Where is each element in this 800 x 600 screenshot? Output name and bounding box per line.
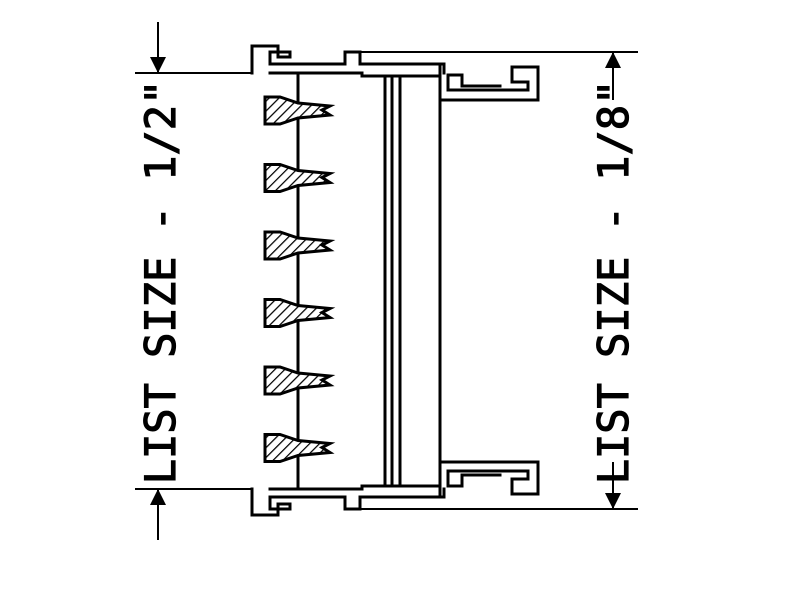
left-dimension-label: LIST SIZE - 1/2" — [136, 80, 185, 485]
fin-blade — [263, 365, 336, 396]
frame-top-extrusion — [250, 44, 540, 102]
fin-group — [263, 95, 336, 463]
fin-blade — [263, 163, 336, 193]
right-dimension: LIST SIZE - 1/8" — [360, 51, 639, 510]
fin-blade — [263, 298, 336, 328]
frame-verticals — [296, 71, 442, 491]
right-dimension-label: LIST SIZE - 1/8" — [589, 80, 638, 485]
frame-bottom-extrusion — [250, 460, 540, 517]
fin-blade — [263, 230, 336, 261]
fin-blade — [263, 433, 336, 463]
left-dimension: LIST SIZE - 1/2" — [135, 22, 252, 540]
fin-blade — [263, 95, 336, 126]
